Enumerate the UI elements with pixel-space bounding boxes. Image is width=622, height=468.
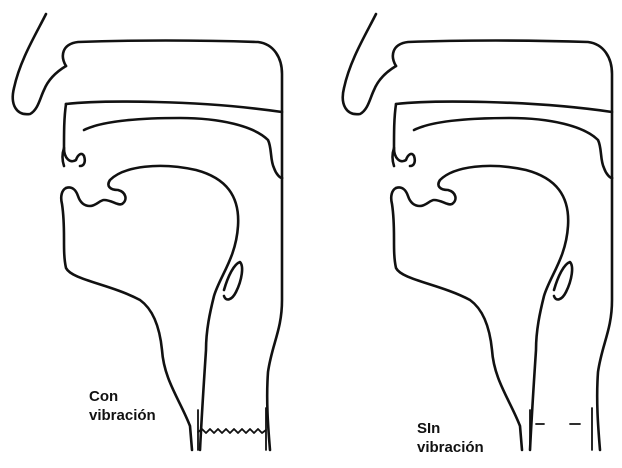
glottis-lines-voiced xyxy=(198,408,266,450)
nasal-cavity-voiceless xyxy=(393,41,612,179)
label-voiceless-line1: SIn xyxy=(417,419,484,438)
tongue-voiceless xyxy=(396,166,568,450)
nasal-cavity-voiced xyxy=(63,41,282,179)
lower-lip-jaw-voiceless xyxy=(391,188,522,450)
vocal-tract-voiced xyxy=(13,14,282,450)
glottis-lines-voiceless xyxy=(530,408,592,450)
label-voiced-line1: Con xyxy=(89,387,156,406)
vocal-folds-vibrating xyxy=(198,429,266,433)
nose-outline-voiced xyxy=(13,14,66,114)
label-voiceless: SIn vibración xyxy=(417,419,484,457)
label-voiceless-line2: vibración xyxy=(417,438,484,457)
hard-palate-upper-voiceless xyxy=(396,102,612,112)
pharynx-wall-voiced xyxy=(267,178,282,450)
vocal-tract-voiceless xyxy=(343,14,612,450)
hard-palate-upper-voiced xyxy=(66,102,282,112)
label-voiced-line2: vibración xyxy=(89,406,156,425)
label-voiced: Con vibración xyxy=(89,387,156,425)
nose-outline-voiceless xyxy=(343,14,396,114)
upper-lip-voiceless xyxy=(393,148,395,166)
pharynx-wall-voiceless xyxy=(597,178,612,450)
